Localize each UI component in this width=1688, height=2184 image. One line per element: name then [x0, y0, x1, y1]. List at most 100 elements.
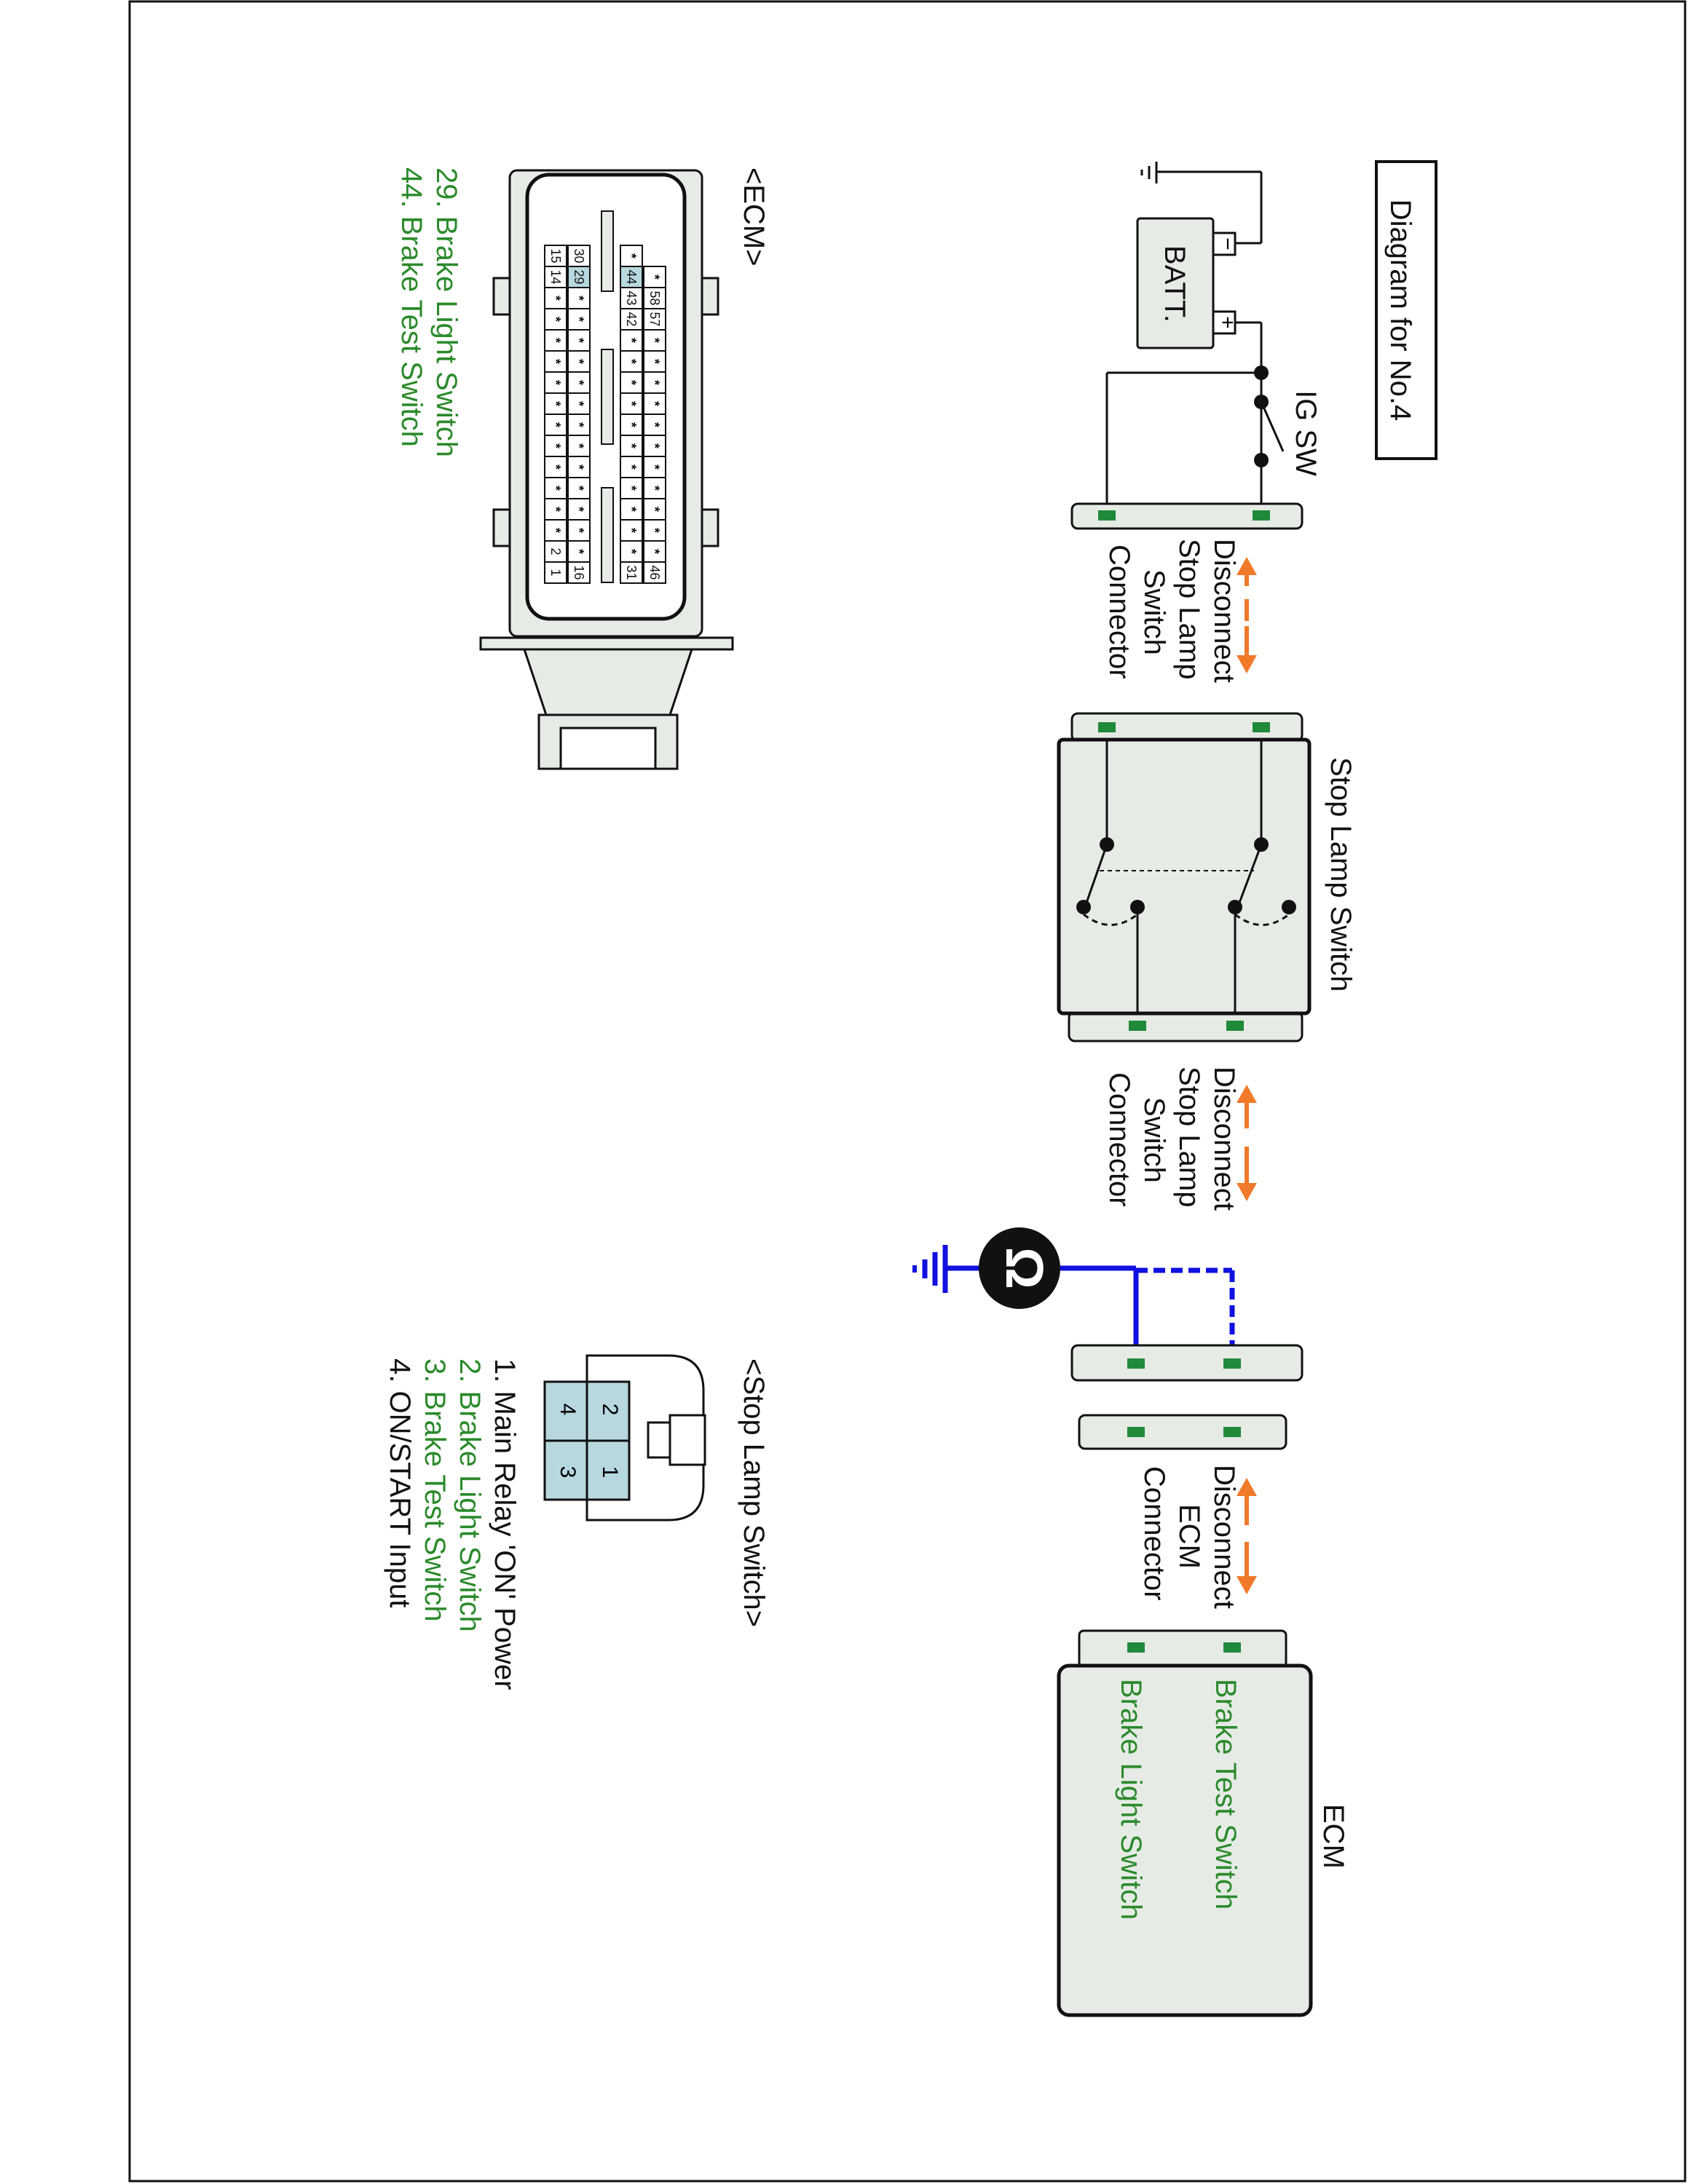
ecm-pin-label: 58 [647, 290, 662, 305]
connector-plate-1 [1070, 502, 1304, 530]
ecm-pin-cell [643, 308, 666, 331]
svg-text:Stop Lamp: Stop Lamp [1173, 539, 1205, 679]
svg-text:ECM: ECM [1173, 1504, 1205, 1569]
ecm-pin-label: * [572, 464, 586, 470]
ecm-pin-label: 46 [647, 565, 662, 579]
disconnect-stop-lamp-upper: Disconnect Stop Lamp Switch Connector [1103, 539, 1257, 683]
stop-lamp-connector-title: <Stop Lamp Switch> [738, 1358, 770, 1627]
disconnect-stop-lamp-lower: Disconnect Stop Lamp Switch Connector [1103, 1067, 1257, 1211]
ecm-pin-cell [620, 287, 643, 309]
ecm-pin-label: * [624, 359, 639, 364]
svg-text:Disconnect: Disconnect [1208, 1465, 1240, 1609]
ecm-pin-label: * [624, 528, 639, 533]
disconnect-ecm: Disconnect ECM Connector [1138, 1465, 1257, 1609]
ecm-pin-label: * [548, 380, 563, 385]
ig-switch [1260, 401, 1285, 452]
battery [1136, 217, 1215, 349]
ecm-pin-label: * [647, 528, 662, 533]
ecm-pin-cell [544, 287, 567, 309]
ecm-pin-cell [544, 435, 567, 457]
ecm-pin-label: 2 [548, 547, 563, 555]
ecm-pin-cell [643, 498, 666, 521]
ecm-pin-cell [643, 435, 666, 457]
stop-lamp-switch-label: Stop Lamp Switch [1325, 757, 1357, 992]
ecm-pin-label: 29 [572, 269, 586, 284]
ecm-pin-label: * [624, 338, 639, 343]
ecm-pin-label: 43 [624, 290, 639, 305]
ecm-pin-label: 44 [624, 269, 639, 284]
ecm-pin-label: 14 [548, 269, 563, 284]
ecm-pin-cell [620, 308, 643, 331]
battery-label: BATT. [1159, 245, 1191, 323]
slc-legend-4: 4. ON/START Input [384, 1358, 416, 1607]
ig-sw-label: IG SW [1290, 390, 1322, 476]
ecm-pin-label: * [647, 401, 662, 406]
slc-pin-1: 1 [598, 1466, 622, 1479]
ecm-pin-label: * [647, 359, 662, 364]
ecm-pin-label: * [572, 401, 586, 406]
ecm-pin-cell [643, 540, 666, 563]
ecm-pin-label: * [548, 317, 563, 322]
ecm-pin-label: 30 [572, 248, 586, 263]
page-frame [128, 0, 1687, 2183]
ecm-pin-cell [620, 266, 643, 288]
ecm-pin-label: * [647, 380, 662, 385]
ecm-pin-cell [544, 245, 567, 267]
svg-text:Connector: Connector [1103, 545, 1135, 679]
pin-marker [1253, 510, 1270, 521]
ecm-pin-cell [567, 498, 591, 521]
ecm-pin-label: 1 [548, 569, 563, 576]
ecm-pin-label: * [624, 464, 639, 470]
slc-pin-2: 2 [598, 1404, 622, 1416]
svg-text:Connector: Connector [1103, 1072, 1135, 1207]
ecm-pin-label: 16 [572, 565, 586, 579]
ecm-pin-label: * [548, 464, 563, 470]
ecm-pin-label: * [624, 507, 639, 512]
battery-positive: + [1215, 316, 1239, 329]
ecm-pin-cell [567, 435, 591, 457]
ecm-pin-cell [544, 308, 567, 331]
svg-text:Switch: Switch [1138, 569, 1170, 655]
ecm-legend-29: 29. Brake Light Switch [430, 167, 462, 457]
ecm-pin-label: * [624, 253, 639, 258]
ecm-pin-cell [544, 371, 567, 394]
ecm-pin-label: * [647, 464, 662, 470]
ecm-pin-cell [567, 540, 591, 563]
ecm-pin-label: 42 [624, 312, 639, 326]
ecm-pin-cell [643, 519, 666, 542]
ecm-pin-cell [544, 456, 567, 478]
title-box: Diagram for No.4 [1375, 160, 1437, 460]
ecm-pin-label: * [572, 422, 586, 427]
ecm-pin-cell [643, 350, 666, 373]
svg-text:Connector: Connector [1138, 1466, 1170, 1601]
ecm-pin-cell [620, 414, 643, 436]
ecm-pin-label: * [647, 549, 662, 554]
ecm-pin-label: * [624, 380, 639, 385]
ecm-legend-44: 44. Brake Test Switch [395, 167, 427, 447]
ecm-pin-label: * [548, 486, 563, 491]
ecm-pin-label: * [572, 359, 586, 364]
svg-text:Disconnect: Disconnect [1208, 1067, 1240, 1211]
ecm-pin-label: * [624, 401, 639, 406]
ecm-box: ECM Brake Test Switch Brake Light Switch [1057, 1629, 1349, 2017]
ecm-pin-label: * [647, 486, 662, 491]
ecm-connector-view: <ECM> 46***********5758*31***********424… [479, 167, 770, 770]
ecm-pin-label: 57 [647, 312, 662, 326]
ecm-brake-light-label: Brake Light Switch [1115, 1679, 1147, 1920]
slc-legend-1: 1. Main Relay 'ON' Power [489, 1358, 521, 1690]
ecm-pin-label: * [647, 507, 662, 512]
ecm-pin-grid: 46***********5758*31***********424344*16… [544, 245, 666, 584]
ecm-pin-cell [620, 245, 643, 267]
ecm-pin-label: * [572, 380, 586, 385]
ecm-pin-cell [620, 392, 643, 415]
ecm-pin-cell [567, 414, 591, 436]
ecm-pin-label: * [624, 486, 639, 491]
battery-negative: − [1215, 237, 1239, 250]
ecm-pin-label: * [572, 549, 586, 554]
ecm-pin-cell [620, 350, 643, 373]
ecm-pin-label: * [572, 528, 586, 533]
ohm-symbol: Ω [995, 1247, 1053, 1289]
ecm-pin-label: * [647, 443, 662, 448]
ecm-pin-label: * [548, 443, 563, 448]
